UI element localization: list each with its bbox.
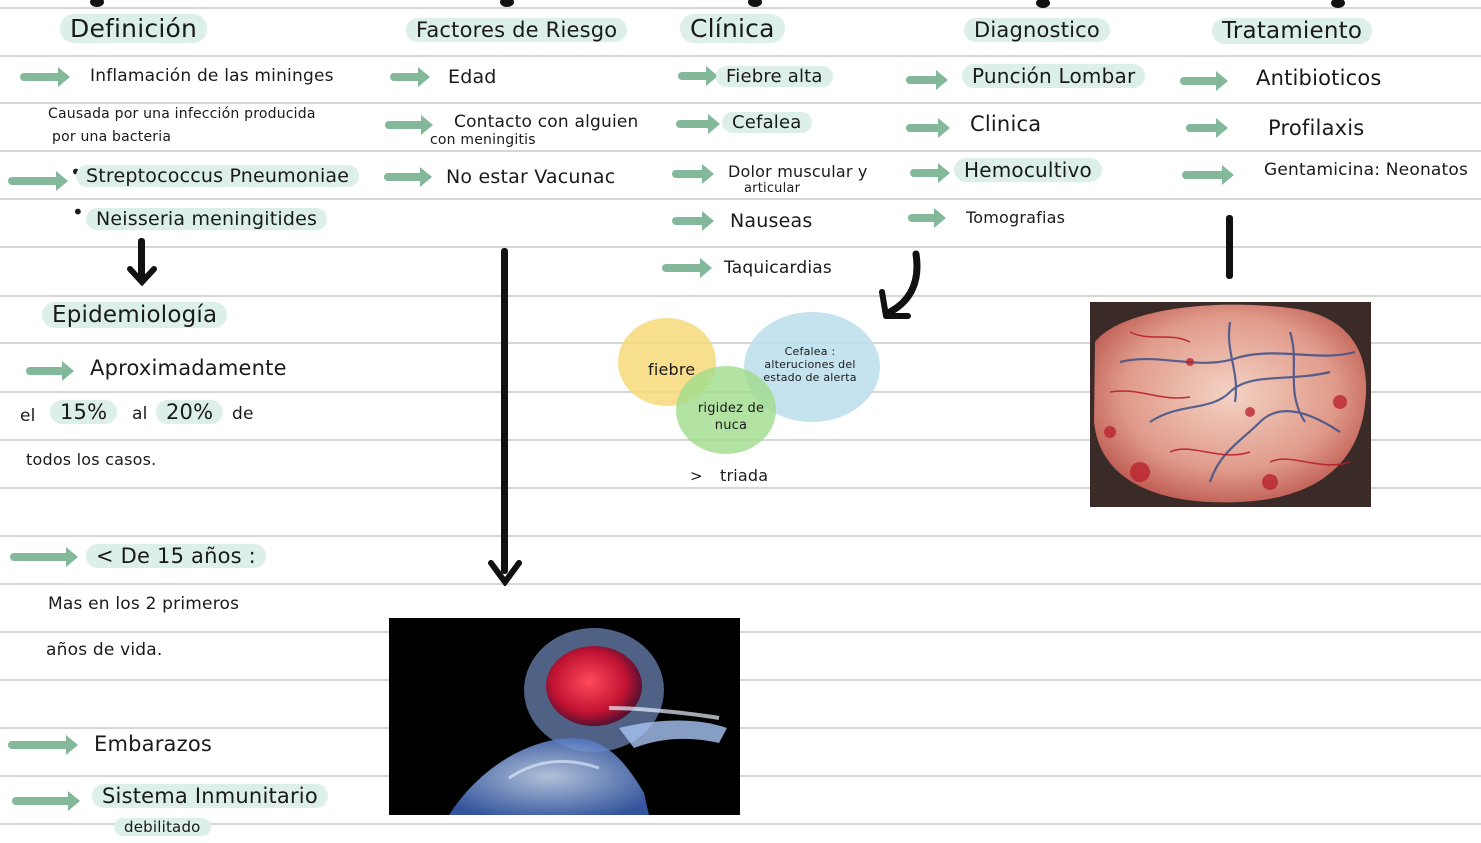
age-line-2: años de vida.	[46, 640, 163, 660]
arrow-icon	[676, 120, 712, 128]
down-arrow-icon	[127, 266, 157, 286]
heading-definicion: Definición	[60, 14, 207, 43]
arrow-icon	[384, 173, 424, 181]
arrow-icon	[1186, 124, 1220, 132]
arrow-icon	[10, 553, 70, 561]
de-text: de	[232, 404, 254, 424]
definition-text: Inflamación de las mininges	[90, 66, 334, 86]
clinica-nauseas: Nauseas	[730, 210, 812, 232]
arrow-icon	[8, 177, 60, 185]
arrow-icon	[12, 797, 72, 805]
diag-tomografias: Tomografias	[966, 208, 1065, 227]
diag-hemocultivo: Hemocultivo	[954, 158, 1102, 182]
heading-clinica: Clínica	[680, 14, 785, 43]
clinica-taquicardias: Taquicardias	[724, 258, 832, 278]
heading-epidemiologia: Epidemiología	[42, 302, 227, 328]
todos-text: todos los casos.	[26, 450, 156, 469]
arrow-icon	[1182, 171, 1226, 179]
al-text: al	[132, 404, 148, 424]
arrow-icon	[908, 214, 938, 222]
arrow-icon	[385, 121, 425, 129]
brain-tissue-image	[1090, 302, 1371, 507]
arrow-icon	[906, 124, 942, 132]
triad-marker: >	[690, 467, 703, 485]
arrow-icon	[906, 76, 940, 84]
clinica-fiebre: Fiebre alta	[716, 66, 833, 87]
cause-line-1: Causada por una infección producida	[48, 106, 316, 122]
pct-20: 20%	[156, 400, 223, 424]
trat-antibioticos: Antibioticos	[1256, 66, 1382, 90]
approx-text: Aproximadamente	[90, 356, 287, 380]
vertical-line	[1226, 215, 1233, 279]
embarazos-text: Embarazos	[94, 732, 212, 756]
arrow-icon	[8, 741, 70, 749]
arrow-icon	[910, 169, 942, 177]
down-arrow-line	[501, 248, 508, 574]
pct-15: 15%	[50, 400, 117, 424]
clinica-dolor-line2: articular	[744, 181, 800, 196]
factor-contacto: Contacto con alguien	[454, 112, 639, 132]
age-label: < De 15 años :	[86, 544, 266, 568]
factor-vacuna: No estar Vacunac	[446, 166, 615, 188]
cause-line-2: por una bacteria	[52, 129, 171, 145]
brain-skeleton-image	[389, 618, 740, 815]
diag-puncion: Punción Lombar	[962, 64, 1145, 88]
arrow-icon	[1180, 77, 1220, 85]
arrow-icon	[390, 73, 422, 81]
diag-clinica: Clinica	[970, 112, 1041, 136]
trat-profilaxis: Profilaxis	[1268, 116, 1364, 140]
arrow-icon	[672, 217, 706, 225]
clinica-cefalea: Cefalea	[722, 112, 812, 133]
heading-diagnostico: Diagnostico	[964, 18, 1110, 42]
trat-gentamicina: Gentamicina: Neonatos	[1264, 160, 1468, 180]
bacteria-2: Neisseria meningitides	[86, 208, 327, 230]
factor-contacto-line2: con meningitis	[430, 132, 536, 148]
el-text: el	[20, 406, 36, 426]
clinica-dolor: Dolor muscular y	[728, 162, 868, 181]
age-line-1: Mas en los 2 primeros	[48, 594, 239, 614]
curved-arrow-icon	[876, 250, 926, 324]
venn-label-fiebre: fiebre	[648, 360, 695, 379]
arrow-icon	[20, 73, 62, 81]
bacteria-1: Streptococcus Pneumoniae	[76, 165, 359, 187]
venn-label-nuca: rigidez de nuca	[686, 400, 776, 434]
venn-label-cefalea: Cefalea : alteruciones del estado de ale…	[760, 345, 860, 384]
debilitado-text: debilitado	[114, 818, 211, 836]
sistema-text: Sistema Inmunitario	[92, 784, 328, 808]
triad-label: triada	[720, 466, 768, 485]
heading-tratamiento: Tratamiento	[1212, 18, 1372, 44]
down-arrow-icon	[488, 560, 522, 586]
arrow-icon	[662, 264, 704, 272]
factor-edad: Edad	[448, 66, 497, 88]
heading-factores: Factores de Riesgo	[406, 18, 627, 42]
arrow-icon	[26, 367, 66, 375]
arrow-icon	[672, 170, 706, 178]
bullet-dot: •	[72, 200, 84, 224]
arrow-icon	[678, 72, 710, 80]
